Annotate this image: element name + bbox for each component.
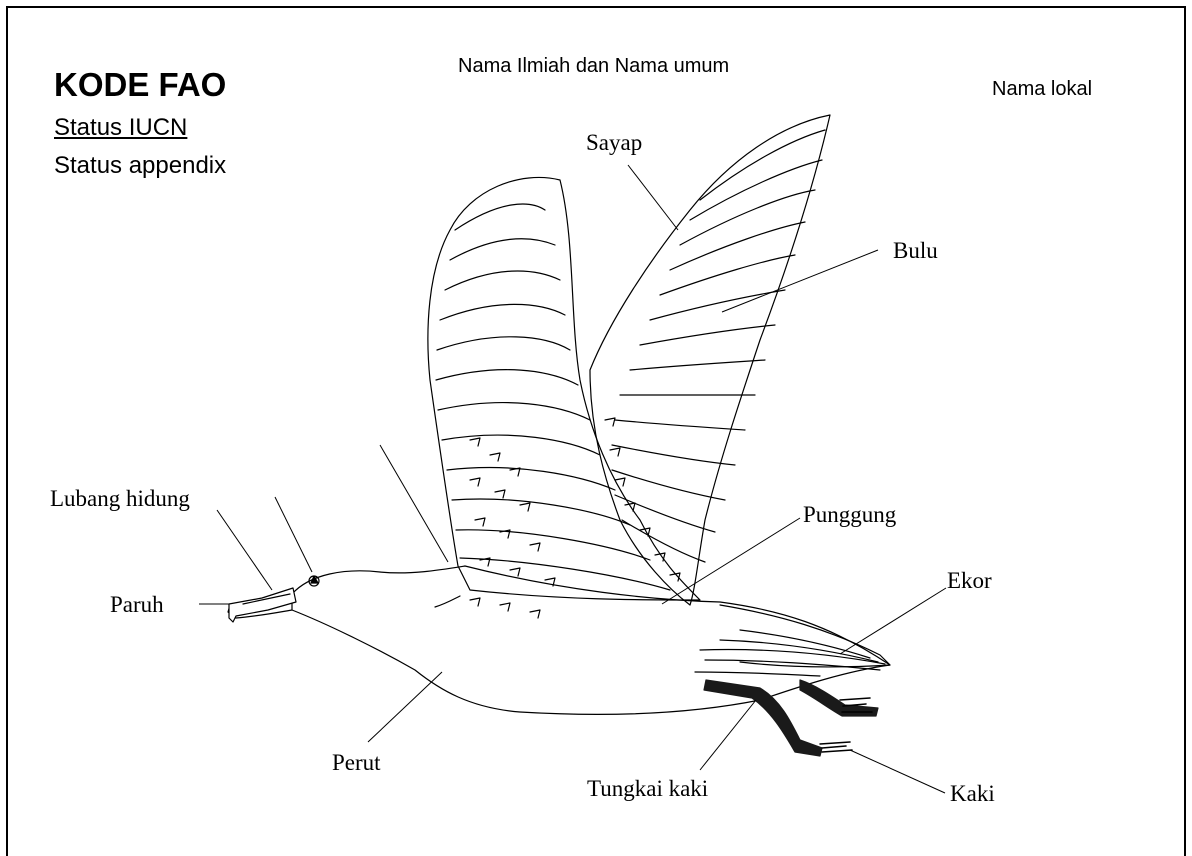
leader-leher (380, 445, 448, 562)
leader-bulu (722, 250, 878, 312)
tail (720, 605, 890, 667)
label-ekor: Ekor (947, 568, 992, 594)
leader-ekor (840, 588, 946, 654)
label-paruh: Paruh (110, 592, 164, 618)
bird-beak (229, 588, 296, 622)
left-wing-feathers (436, 204, 670, 590)
body-line (435, 596, 460, 607)
leader-kaki (850, 750, 945, 793)
label-perut: Perut (332, 750, 381, 776)
left-wing (428, 177, 700, 600)
leader-lubang-hidung-2 (275, 497, 312, 572)
right-wing-feathers (612, 130, 825, 562)
label-lubang-hidung: Lubang hidung (50, 486, 190, 512)
label-tungkai-kaki: Tungkai kaki (587, 776, 708, 802)
right-wing (590, 115, 830, 605)
leader-perut (368, 672, 442, 742)
label-sayap: Sayap (586, 130, 642, 156)
tail-feathers (695, 630, 885, 676)
leader-lubang-hidung (217, 510, 272, 590)
leader-tungkai-kaki (700, 700, 756, 770)
label-punggung: Punggung (803, 502, 896, 528)
foot-toes (820, 742, 852, 752)
leader-punggung (662, 518, 800, 604)
bird-illustration (228, 115, 890, 756)
label-kaki: Kaki (950, 781, 995, 807)
leader-sayap (628, 165, 678, 230)
label-bulu: Bulu (893, 238, 938, 264)
